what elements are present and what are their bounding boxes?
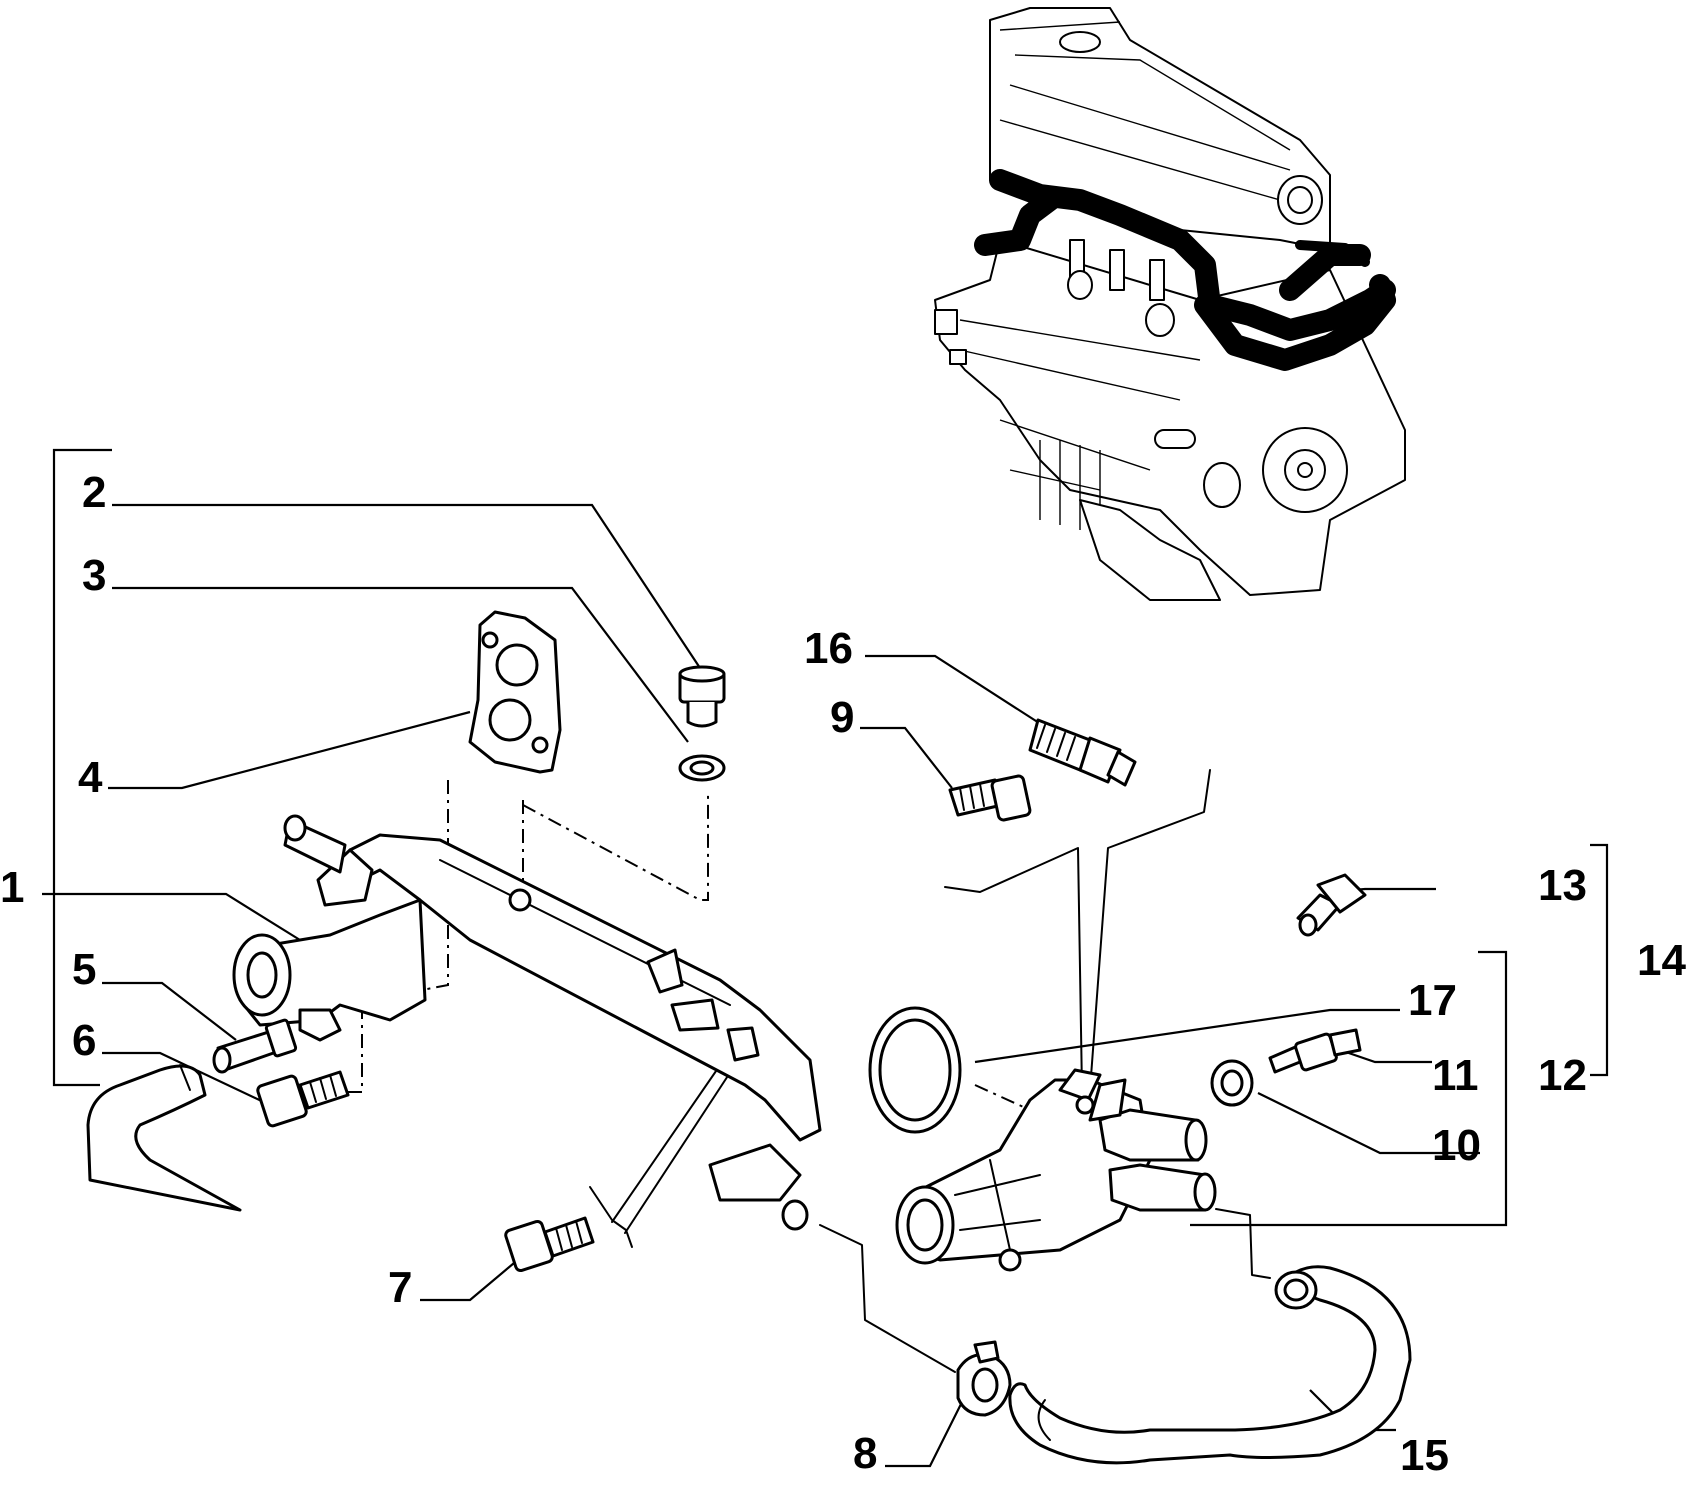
gasket-plate-part-4 [468, 610, 562, 774]
sealing-ring-part-10 [1210, 1059, 1254, 1107]
sensor-part-11 [1268, 1028, 1362, 1074]
callout-4: 4 [78, 753, 103, 802]
callout-labels: 1 2 3 4 5 6 7 8 9 10 11 12 13 14 15 16 1… [0, 468, 1686, 1480]
callout-16: 16 [804, 624, 853, 673]
plug-part-2 [678, 665, 726, 728]
o-ring-part-17 [868, 1006, 962, 1134]
group-bracket-14 [1590, 843, 1609, 1077]
callout-10: 10 [1432, 1121, 1481, 1170]
callout-7: 7 [388, 1263, 412, 1312]
group-bracket-1 [52, 448, 112, 1087]
washer-part-3 [678, 754, 726, 782]
callout-6: 6 [72, 1016, 96, 1065]
callout-3: 3 [82, 551, 106, 600]
sensor-part-13 [1296, 873, 1367, 937]
thermostat-housing-part-12 [895, 1068, 1217, 1272]
callout-2: 2 [82, 468, 106, 517]
bolt-part-7 [504, 1216, 595, 1273]
callout-12: 12 [1538, 1051, 1587, 1100]
water-pipe-part-1 [232, 814, 822, 1231]
bolt-part-5 [212, 1018, 298, 1074]
sensor-part-16 [1028, 718, 1137, 787]
hose-fragment [86, 1064, 242, 1212]
callout-9: 9 [830, 693, 854, 742]
callout-11: 11 [1432, 1051, 1479, 1100]
group-bracket-12 [1190, 950, 1508, 1227]
leader-lines [42, 503, 1480, 1468]
bolt-part-6 [256, 1070, 350, 1128]
hose-part-15 [1008, 1265, 1412, 1465]
callout-5: 5 [72, 945, 96, 994]
callout-14: 14 [1637, 936, 1686, 985]
callout-1: 1 [0, 863, 24, 912]
callout-8: 8 [853, 1429, 877, 1478]
callout-15: 15 [1400, 1431, 1449, 1480]
hose-clamp-part-8 [956, 1340, 1012, 1417]
engine-overview-illustration [934, 7, 1406, 601]
bolt-part-9 [948, 774, 1032, 822]
callout-13: 13 [1538, 861, 1587, 910]
callout-17: 17 [1408, 976, 1457, 1025]
